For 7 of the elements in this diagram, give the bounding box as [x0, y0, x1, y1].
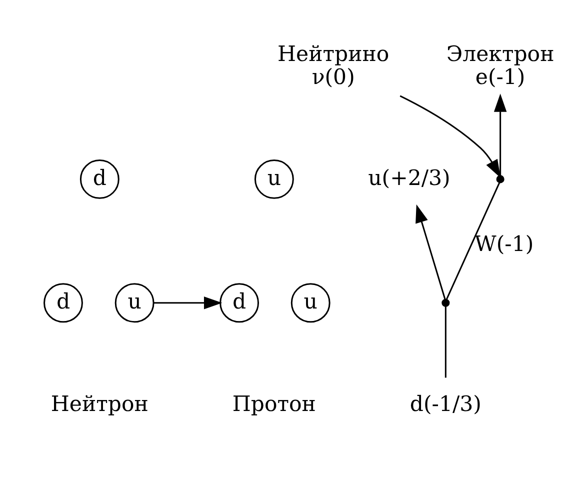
node-text: Электрон e(-1) [446, 42, 554, 90]
edge-label: W(-1) [474, 232, 534, 257]
node-text: d(-1/3) [410, 392, 482, 417]
node-text: Нейтрино ν(0) [278, 42, 390, 90]
label: Нейтрон [50, 392, 148, 417]
label: Протон [232, 392, 316, 417]
node-text: u(+2/3) [368, 166, 450, 191]
